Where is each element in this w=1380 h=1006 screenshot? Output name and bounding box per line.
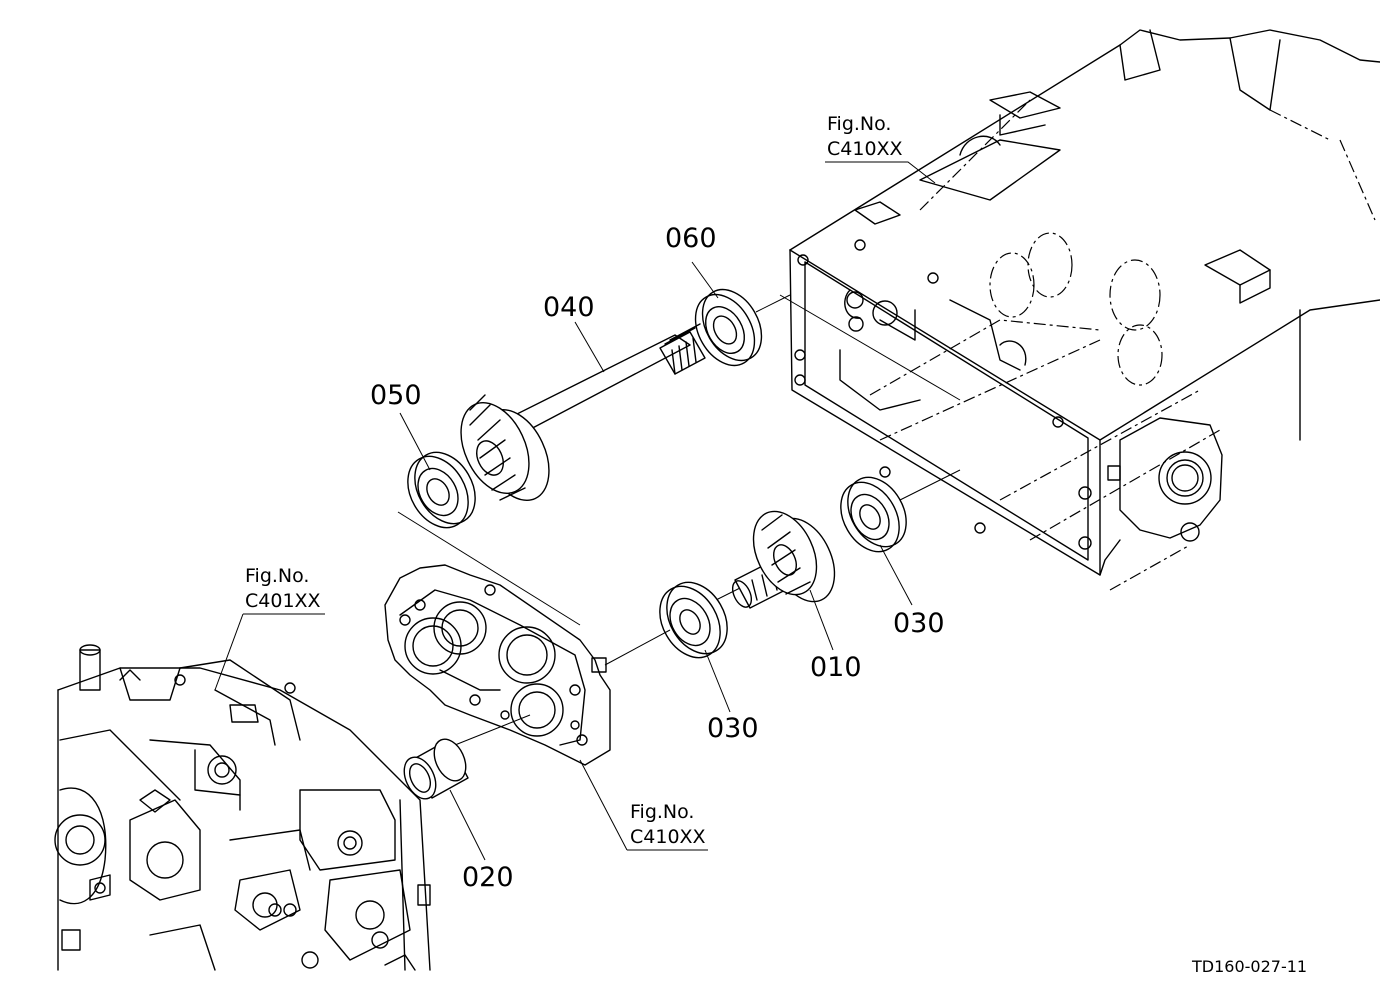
part-label-010: 010 — [810, 652, 862, 683]
shaft-gear-010 — [731, 510, 836, 609]
transmission-housing-left — [54, 644, 431, 971]
fig-ref-top-right-line1: Fig.No. — [827, 113, 891, 135]
bearing-050 — [407, 451, 476, 529]
figure-reference-top-right[interactable]: Fig.No. C410XX — [827, 113, 903, 160]
assembly-lines — [397, 294, 961, 746]
transmission-housing-right — [789, 29, 1380, 591]
cover-plate — [384, 564, 611, 766]
bushing-020 — [403, 738, 469, 800]
bearing-030-left — [659, 581, 728, 659]
part-label-020: 020 — [462, 862, 514, 893]
fig-ref-top-right-line2: C410XX — [827, 138, 903, 160]
bearing-060 — [694, 288, 763, 367]
fig-ref-left-line2: C401XX — [245, 590, 321, 612]
figure-reference-middle[interactable]: Fig.No. C410XX — [630, 801, 706, 848]
part-label-030-left: 030 — [707, 713, 759, 744]
part-label-060: 060 — [665, 223, 717, 254]
bearing-030-right — [840, 476, 907, 553]
part-label-050: 050 — [370, 380, 422, 411]
shaft-040 — [460, 323, 706, 502]
label-leaders — [214, 161, 936, 861]
fig-ref-left-line1: Fig.No. — [245, 565, 309, 587]
fig-ref-middle-line1: Fig.No. — [630, 801, 694, 823]
fig-ref-middle-line2: C410XX — [630, 826, 706, 848]
part-label-040: 040 — [543, 292, 595, 323]
part-label-030-right: 030 — [893, 608, 945, 639]
figure-reference-left[interactable]: Fig.No. C401XX — [245, 565, 321, 612]
drawing-code: TD160-027-11 — [1191, 957, 1307, 976]
